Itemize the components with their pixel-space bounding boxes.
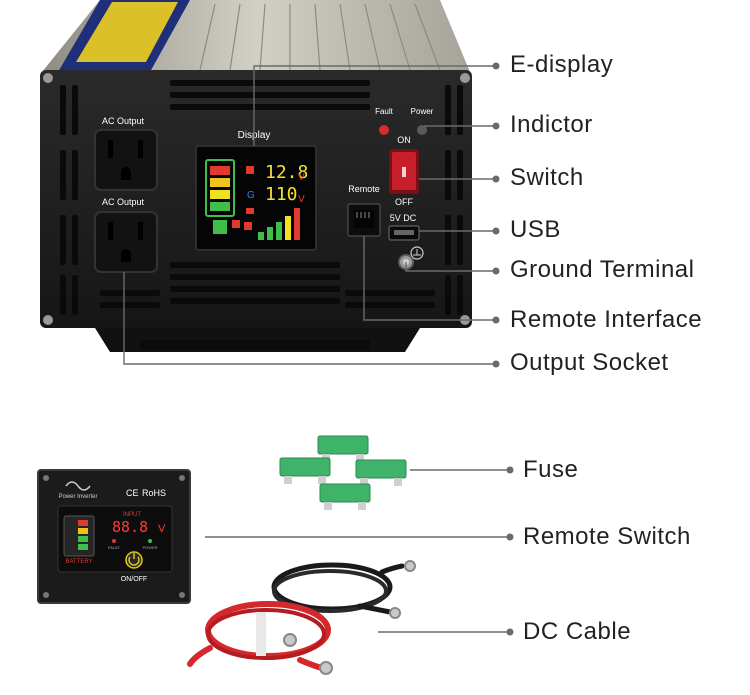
fault-led-icon xyxy=(379,125,389,135)
callout-ground-terminal: Ground Terminal xyxy=(510,256,695,283)
vent-slots xyxy=(60,80,463,315)
display-battery-voltage: 12.8 xyxy=(265,162,308,183)
leader-lines-bottom xyxy=(205,469,508,633)
battery-icon xyxy=(205,159,235,217)
power-led-icon xyxy=(417,125,427,135)
display-output-voltage: 110 xyxy=(265,184,298,205)
remote-label: Remote xyxy=(348,184,380,194)
screw-icon xyxy=(460,73,470,83)
display-unit: V xyxy=(298,194,305,205)
remote-battery-label: BATTERY xyxy=(65,559,92,565)
inverter-front-panel: AC Output AC Output Display 12.8 xyxy=(40,70,472,352)
callout-dc-cable: DC Cable xyxy=(523,618,632,645)
leader-dots-top xyxy=(492,62,500,368)
ac-outlet-top[interactable] xyxy=(94,129,158,191)
callout-remote-switch: Remote Switch xyxy=(523,523,691,550)
fuse-icon xyxy=(355,459,407,486)
usb-rating-label: 5V DC xyxy=(390,213,417,223)
callout-e-display: E-display xyxy=(510,51,614,78)
remote-brand: Power Inverter xyxy=(58,494,97,500)
screw-icon xyxy=(43,73,53,83)
svg-text:G: G xyxy=(247,190,255,201)
callout-fuse: Fuse xyxy=(523,456,579,483)
red-cable xyxy=(187,601,333,675)
dc-cables xyxy=(187,560,416,675)
remote-power-label: POWER xyxy=(142,545,157,550)
inverter-top xyxy=(42,0,470,72)
callout-remote-interface: Remote Interface xyxy=(510,306,703,333)
power-icon xyxy=(128,556,140,566)
remote-onoff-label: ON/OFF xyxy=(121,576,147,583)
switch-off-label: OFF xyxy=(395,197,413,207)
fuses xyxy=(279,435,407,510)
e-display: 12.8 V 110 V G xyxy=(195,145,317,251)
remote-port[interactable] xyxy=(347,203,381,237)
remote-fault-label: FAULT xyxy=(108,545,121,550)
callout-switch: Switch xyxy=(510,164,584,191)
ac-outlet-bottom[interactable] xyxy=(94,211,158,273)
wave-icon xyxy=(65,481,91,491)
power-label: Power xyxy=(411,107,434,116)
callout-usb: USB xyxy=(510,216,561,243)
remote-reading: 88.8 xyxy=(112,518,148,536)
rohs-mark: RoHS xyxy=(142,488,166,498)
remote-fault-led-icon xyxy=(112,539,116,543)
fault-label: Fault xyxy=(375,107,394,116)
usb-port[interactable] xyxy=(388,225,420,241)
remote-switch-unit: Power Inverter CE RoHS BATTERY INPUT 88.… xyxy=(37,469,191,604)
ce-mark: CE xyxy=(126,488,139,498)
remote-unit: V xyxy=(158,523,166,535)
screw-icon xyxy=(43,315,53,325)
leader-lines-top xyxy=(123,65,494,365)
switch-on-label: ON xyxy=(397,135,411,145)
ac-output-label: AC Output xyxy=(102,197,145,207)
remote-power-led-icon xyxy=(148,539,152,543)
ac-output-label: AC Output xyxy=(102,116,145,126)
fuse-icon xyxy=(319,483,371,510)
shield-icon xyxy=(213,220,227,234)
black-cable xyxy=(271,560,416,619)
remote-power-button[interactable] xyxy=(125,551,143,569)
fuse-icon xyxy=(279,457,331,484)
callout-indicator: Indictor xyxy=(510,111,593,138)
power-switch[interactable] xyxy=(389,149,419,194)
callout-output-socket: Output Socket xyxy=(510,349,669,376)
leader-dots-bottom xyxy=(506,466,514,636)
ground-icon xyxy=(410,246,424,260)
remote-input-label: INPUT xyxy=(123,512,141,518)
display-unit: V xyxy=(298,172,305,183)
